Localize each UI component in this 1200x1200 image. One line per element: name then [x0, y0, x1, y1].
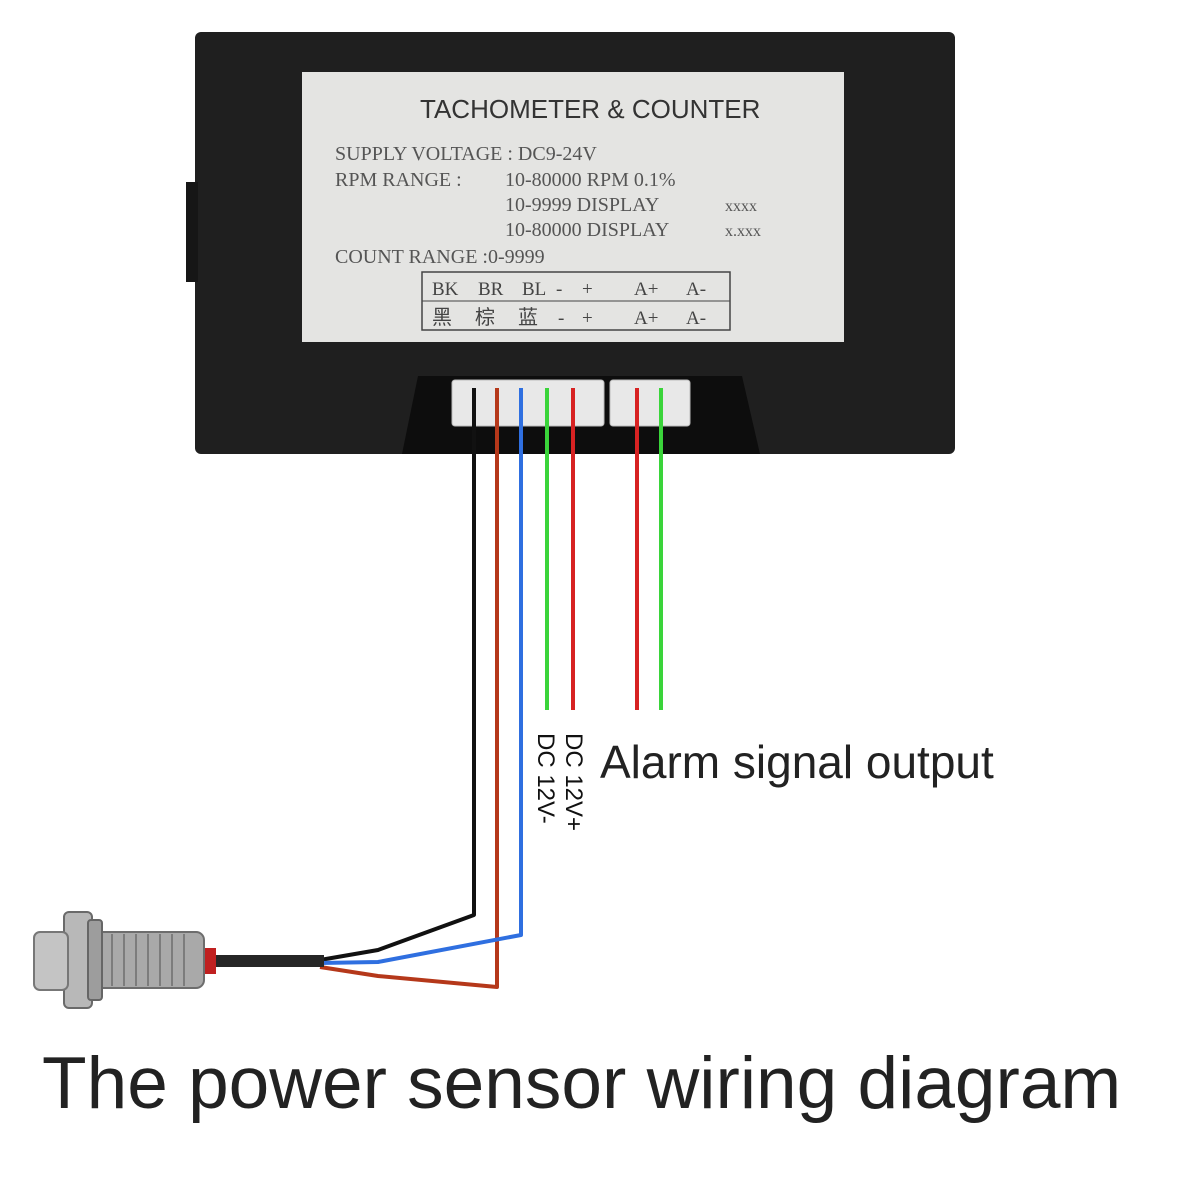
terminal-en-bl: BL: [522, 279, 546, 300]
terminal-en-a-plus: A+: [634, 279, 658, 300]
count-range-text: COUNT RANGE :0-9999: [335, 246, 545, 268]
supply-voltage-text: SUPPLY VOLTAGE : DC9-24V: [335, 143, 597, 165]
wire-black: [319, 388, 476, 962]
sensor-nut-2: [87, 919, 103, 1001]
device-label-plate: [302, 72, 844, 342]
terminal-cn-a-plus: A+: [634, 308, 658, 329]
display-row-2-range: 10-80000 DISPLAY: [505, 219, 669, 241]
rpm-range-value: 10-80000 RPM 0.1%: [505, 169, 676, 191]
alarm-label: Alarm signal output: [600, 736, 994, 788]
terminal-en-bk: BK: [432, 279, 459, 300]
wires: [319, 388, 663, 989]
diagram-caption: The power sensor wiring diagram: [42, 1043, 1121, 1124]
terminal-table: BK BR BL - + A+ A- 黑 棕 蓝 - + A+ A-: [421, 271, 731, 331]
terminal-cn-minus: -: [558, 308, 564, 329]
terminal-en-br: BR: [478, 279, 504, 300]
sensor-cable: [212, 955, 324, 967]
wire-blue: [319, 388, 523, 965]
terminal-en-minus: -: [556, 279, 562, 300]
wire-brown: [319, 388, 499, 989]
terminal-cn-plus: +: [582, 308, 593, 329]
sensor-head: [33, 931, 69, 991]
sensor-red-band: [202, 948, 216, 974]
device-side-tab: [186, 182, 198, 282]
connector-block-right: [609, 379, 691, 427]
tachometer-device: TACHOMETER & COUNTER SUPPLY VOLTAGE : DC…: [186, 32, 955, 454]
display-row-2-format: x.xxx: [725, 223, 761, 240]
dc-minus-label: DC 12V-: [532, 733, 559, 824]
sensor-threads: [111, 934, 185, 986]
terminal-cn-a-minus: A-: [686, 308, 706, 329]
terminal-cn-blue: 蓝: [518, 306, 538, 329]
terminal-cn-black: 黑: [432, 307, 452, 329]
terminal-en-plus: +: [582, 279, 593, 300]
display-row-1-format: xxxx: [725, 198, 757, 215]
device-title: TACHOMETER & COUNTER: [420, 94, 760, 124]
terminal-en-a-minus: A-: [686, 279, 706, 300]
terminal-cn-brown: 棕: [475, 306, 495, 329]
rpm-range-label: RPM RANGE :: [335, 169, 462, 191]
proximity-sensor: [33, 911, 324, 1009]
display-row-1-range: 10-9999 DISPLAY: [505, 194, 659, 216]
dc-plus-label: DC 12V+: [560, 733, 587, 831]
connector-block-left: [451, 379, 605, 427]
